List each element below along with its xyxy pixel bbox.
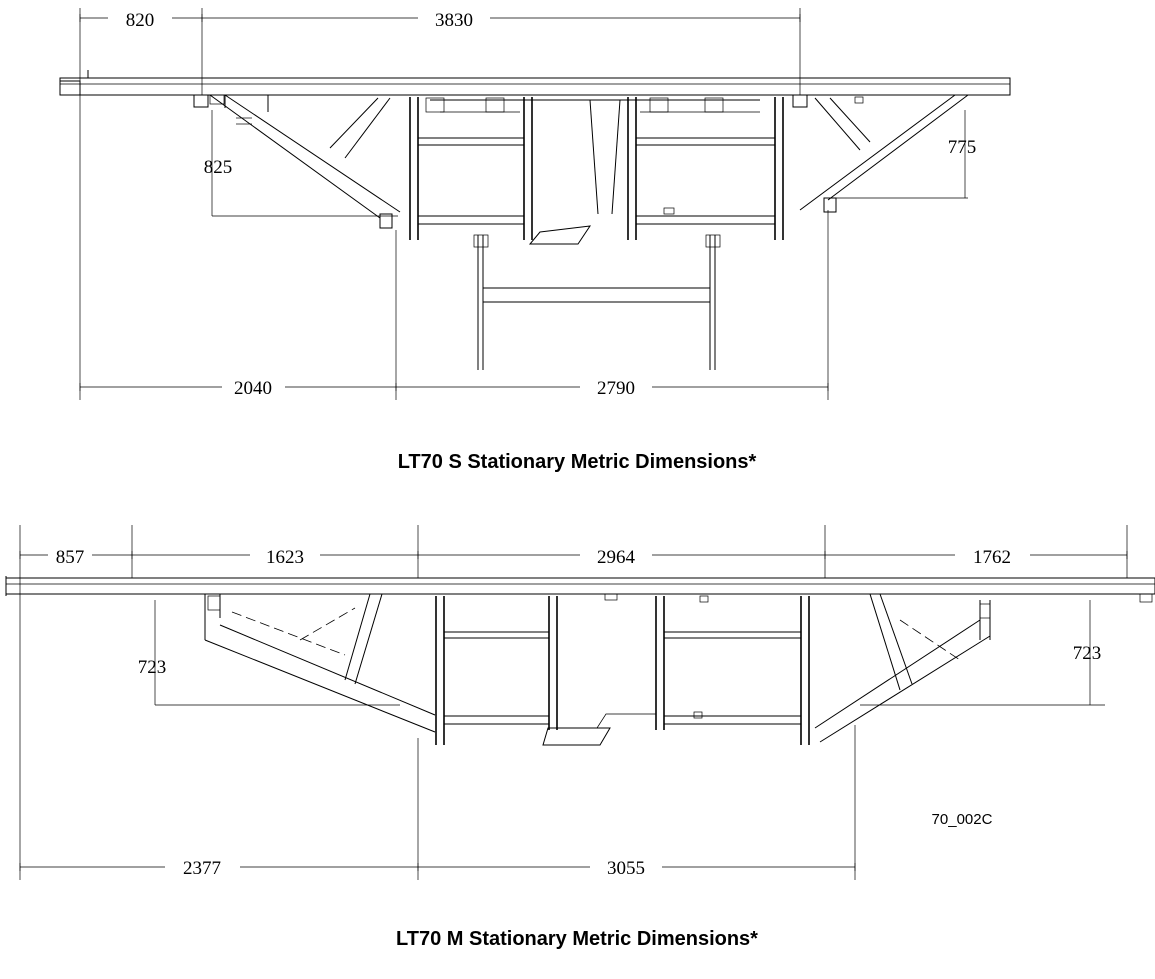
drawing-reference: 70_002C: [932, 811, 993, 828]
m-top-dim-lines: [19, 551, 1128, 559]
m-dim-left-height: 723: [138, 657, 167, 678]
m-dim-top-4: 1762: [973, 547, 1011, 568]
m-top-rail: [5, 576, 1155, 603]
s-center-frame: [409, 97, 784, 245]
s-bottom-dim-lines: [79, 383, 829, 391]
lt70-s-drawing: 820 3830 825 775 2040 2790 LT70 S Statio…: [59, 5, 1011, 473]
s-top-dim-lines: [79, 14, 801, 22]
lt70-m-drawing: 857 1623 2964 1762 723 723 2377 3055 70_…: [5, 525, 1155, 950]
m-caption: LT70 M Stationary Metric Dimensions*: [396, 928, 758, 950]
m-dim-top-1: 857: [56, 547, 85, 568]
s-top-rail: [59, 70, 1011, 108]
m-center-frame: [435, 593, 810, 746]
m-dim-top-3: 2964: [597, 547, 636, 568]
s-dim-top-center: 3830: [435, 10, 473, 31]
m-dimension-labels: 857 1623 2964 1762 723 723 2377 3055: [56, 547, 1102, 879]
s-dim-top-left: 820: [126, 10, 155, 31]
s-dim-left-height: 825: [204, 157, 233, 178]
m-extension-lines: [19, 525, 1128, 880]
m-dim-right-height: 723: [1073, 643, 1102, 664]
s-extension-lines: [79, 8, 968, 400]
m-left-truss: [204, 593, 436, 733]
s-lower-assembly: [473, 234, 721, 370]
s-caption: LT70 S Stationary Metric Dimensions*: [398, 451, 757, 473]
m-right-truss: [814, 593, 991, 743]
s-dim-right-height: 775: [948, 137, 977, 158]
m-dim-bottom-left: 2377: [183, 858, 221, 879]
m-bottom-dim-lines: [19, 863, 856, 871]
s-right-truss: [799, 94, 969, 213]
m-dim-bottom-right: 3055: [607, 858, 645, 879]
s-dimension-labels: 820 3830 825 775 2040 2790: [112, 5, 976, 399]
s-dim-bottom-right: 2790: [597, 378, 635, 399]
s-dim-bottom-left: 2040: [234, 378, 272, 399]
m-dim-top-2: 1623: [266, 547, 304, 568]
s-left-truss: [209, 94, 401, 229]
